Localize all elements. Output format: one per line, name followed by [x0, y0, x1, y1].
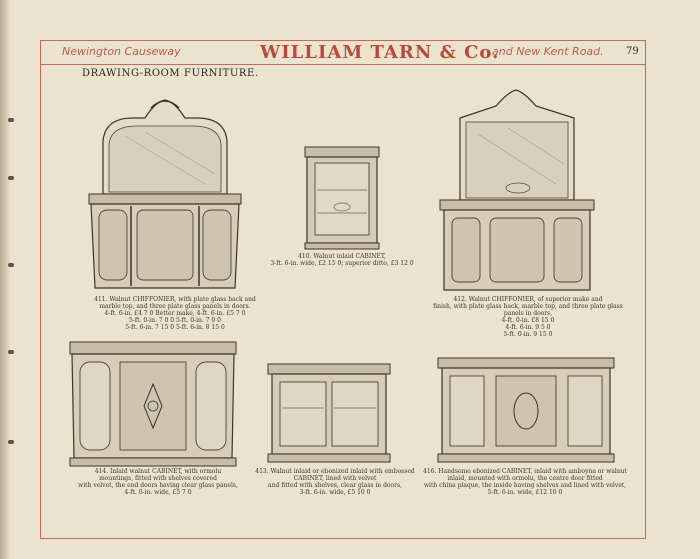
caption-410: 410. Walnut inlaid CABINET, 3-ft. 6-in. … [262, 253, 422, 267]
caption-line: with china plaque, the inside having she… [423, 482, 627, 489]
header-left-address: Newington Causeway [62, 45, 181, 58]
caption-412: 412. Walnut CHIFFONIER, of superior make… [428, 296, 628, 338]
caption-line: inlaid, mounted with ormolu, the centre … [447, 475, 603, 482]
cabinet-410-illustration [303, 145, 381, 250]
caption-line: 5-ft. 0-in. 9 15 0 [503, 331, 553, 338]
chiffonier-412-illustration [438, 88, 598, 293]
cabinet-413-illustration [266, 362, 392, 464]
caption-line: 414. Inlaid walnut CABINET, with ormolu [94, 468, 222, 475]
caption-line: 411. Walnut CHIFFONIER, with plate glass… [94, 296, 256, 303]
binding-hole [8, 440, 14, 444]
caption-414: 414. Inlaid walnut CABINET, with ormolu … [68, 468, 248, 496]
caption-line: 3-ft. 6-in. wide, £5 10 0 [299, 489, 371, 496]
section-title: DRAWING-ROOM FURNITURE. [82, 68, 259, 79]
caption-416: 416. Handsome ebonized CABINET, inlaid w… [420, 468, 630, 496]
binding-hole [8, 350, 14, 354]
page-number: 79 [626, 46, 639, 57]
cabinet-416-illustration [436, 356, 616, 466]
header-company-name: WILLIAM TARN & Co. [260, 42, 500, 63]
caption-line: 413. Walnut inlaid or ebonized inlaid wi… [255, 468, 415, 475]
binding-hole [8, 118, 14, 122]
caption-line: 4-ft. 0-in. £8 15 0 [501, 317, 555, 324]
caption-line: 412. Walnut CHIFFONIER, of superior make… [453, 296, 603, 303]
caption-line: CABINET, lined with velvet [293, 475, 377, 482]
caption-line: 5-ft. 6-in. 7 15 0 5-ft. 6-in. 8 15 0 [125, 324, 225, 331]
caption-line: finish, with plate glass back, marble to… [433, 303, 623, 310]
caption-line: and fitted with shelves, clear glass in … [268, 482, 402, 489]
header-rule [40, 64, 646, 65]
caption-line: 4-ft. 0-in. wide, £5 7 0 [124, 489, 192, 496]
caption-413: 413. Walnut inlaid or ebonized inlaid wi… [250, 468, 420, 496]
caption-line: panels in doors, [503, 310, 553, 317]
caption-line: marble top, and three plate glass panels… [99, 303, 251, 310]
binding-hole [8, 176, 14, 180]
caption-line: 410. Walnut inlaid CABINET, [298, 253, 386, 260]
caption-line: 5-ft. 6-in. wide, £12 10 0 [487, 489, 563, 496]
header-right-address: and New Kent Road. [492, 45, 604, 58]
binding-hole [8, 263, 14, 267]
caption-line: with velvet, the end doors having clear … [78, 482, 238, 489]
caption-line: 3-ft. 6-in. wide, £2 15 0; superior ditt… [270, 260, 414, 267]
caption-line: 5-ft. 0-in. 7 0 0 5-ft. 0-in. 7 0 0 [129, 317, 221, 324]
caption-411: 411. Walnut CHIFFONIER, with plate glass… [75, 296, 275, 331]
caption-line: 416. Handsome ebonized CABINET, inlaid w… [423, 468, 627, 475]
page-border [40, 40, 646, 539]
book-spine [0, 0, 10, 559]
chiffonier-411-illustration [85, 96, 245, 291]
caption-line: mountings, fitted with shelves covered [99, 475, 217, 482]
cabinet-414-illustration [68, 340, 238, 468]
caption-line: 4-ft. 6-in. 9 5 0 [505, 324, 551, 331]
caption-line: 4-ft. 6-in. £4 7 0 Better make, 4-ft. 6-… [104, 310, 246, 317]
